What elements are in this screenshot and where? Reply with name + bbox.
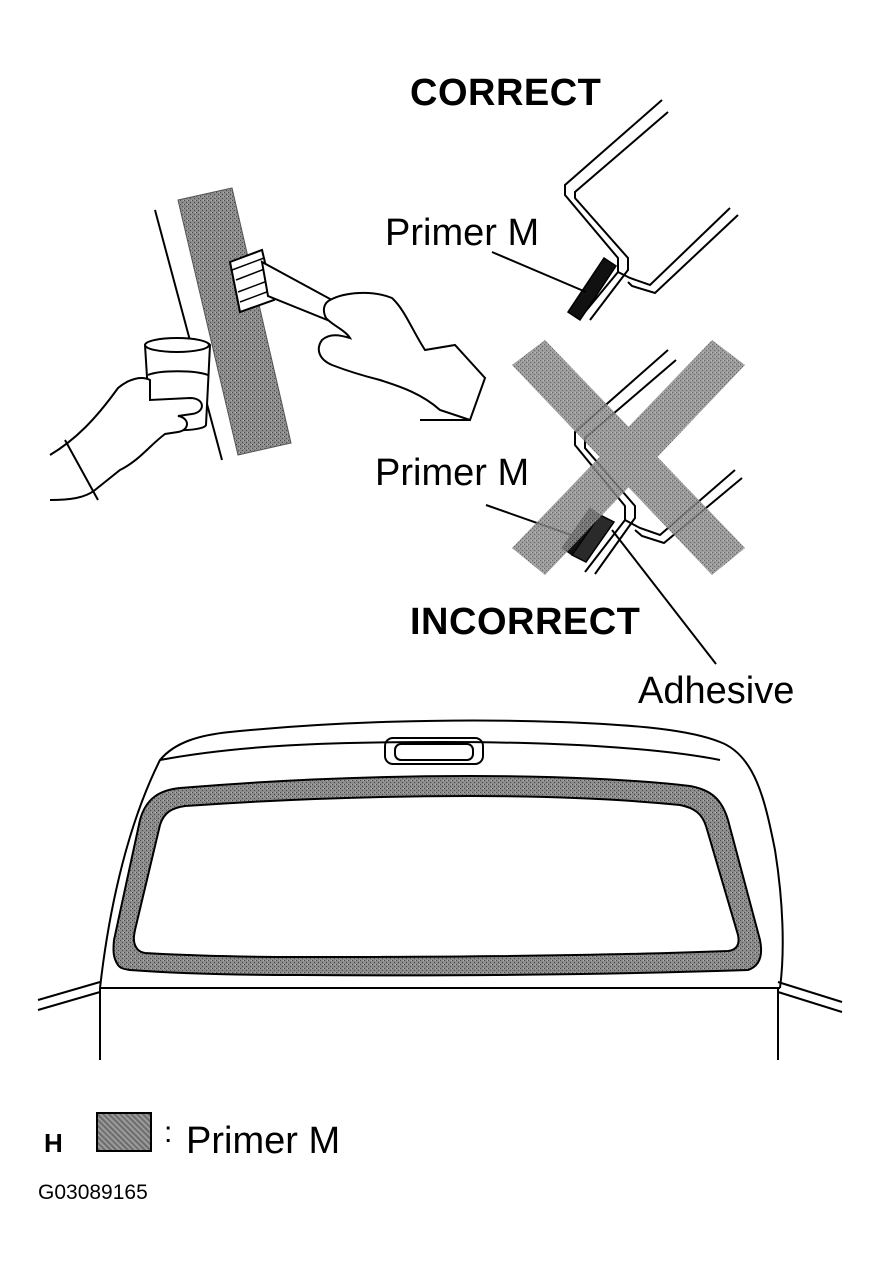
primer-strip xyxy=(177,187,292,456)
legend-primer-swatch xyxy=(96,1112,152,1152)
incorrect-x-mark xyxy=(512,340,745,575)
primer-label-correct: Primer M xyxy=(385,212,540,254)
rear-window-illustration xyxy=(37,719,843,1060)
correct-primer-layer xyxy=(566,256,618,322)
correct-cross-section xyxy=(491,99,739,322)
primer-application-illustration xyxy=(49,187,487,501)
window-primer-frame xyxy=(112,774,763,977)
incorrect-label: INCORRECT xyxy=(410,601,641,643)
figure-code: G03089165 xyxy=(38,1181,148,1204)
legend-marker: H xyxy=(44,1128,63,1158)
legend-colon: : xyxy=(164,1116,173,1149)
legend-text: Primer M xyxy=(186,1120,341,1162)
correct-label: CORRECT xyxy=(410,72,602,114)
adhesive-label: Adhesive xyxy=(638,670,795,712)
primer-label-incorrect: Primer M xyxy=(375,452,530,494)
